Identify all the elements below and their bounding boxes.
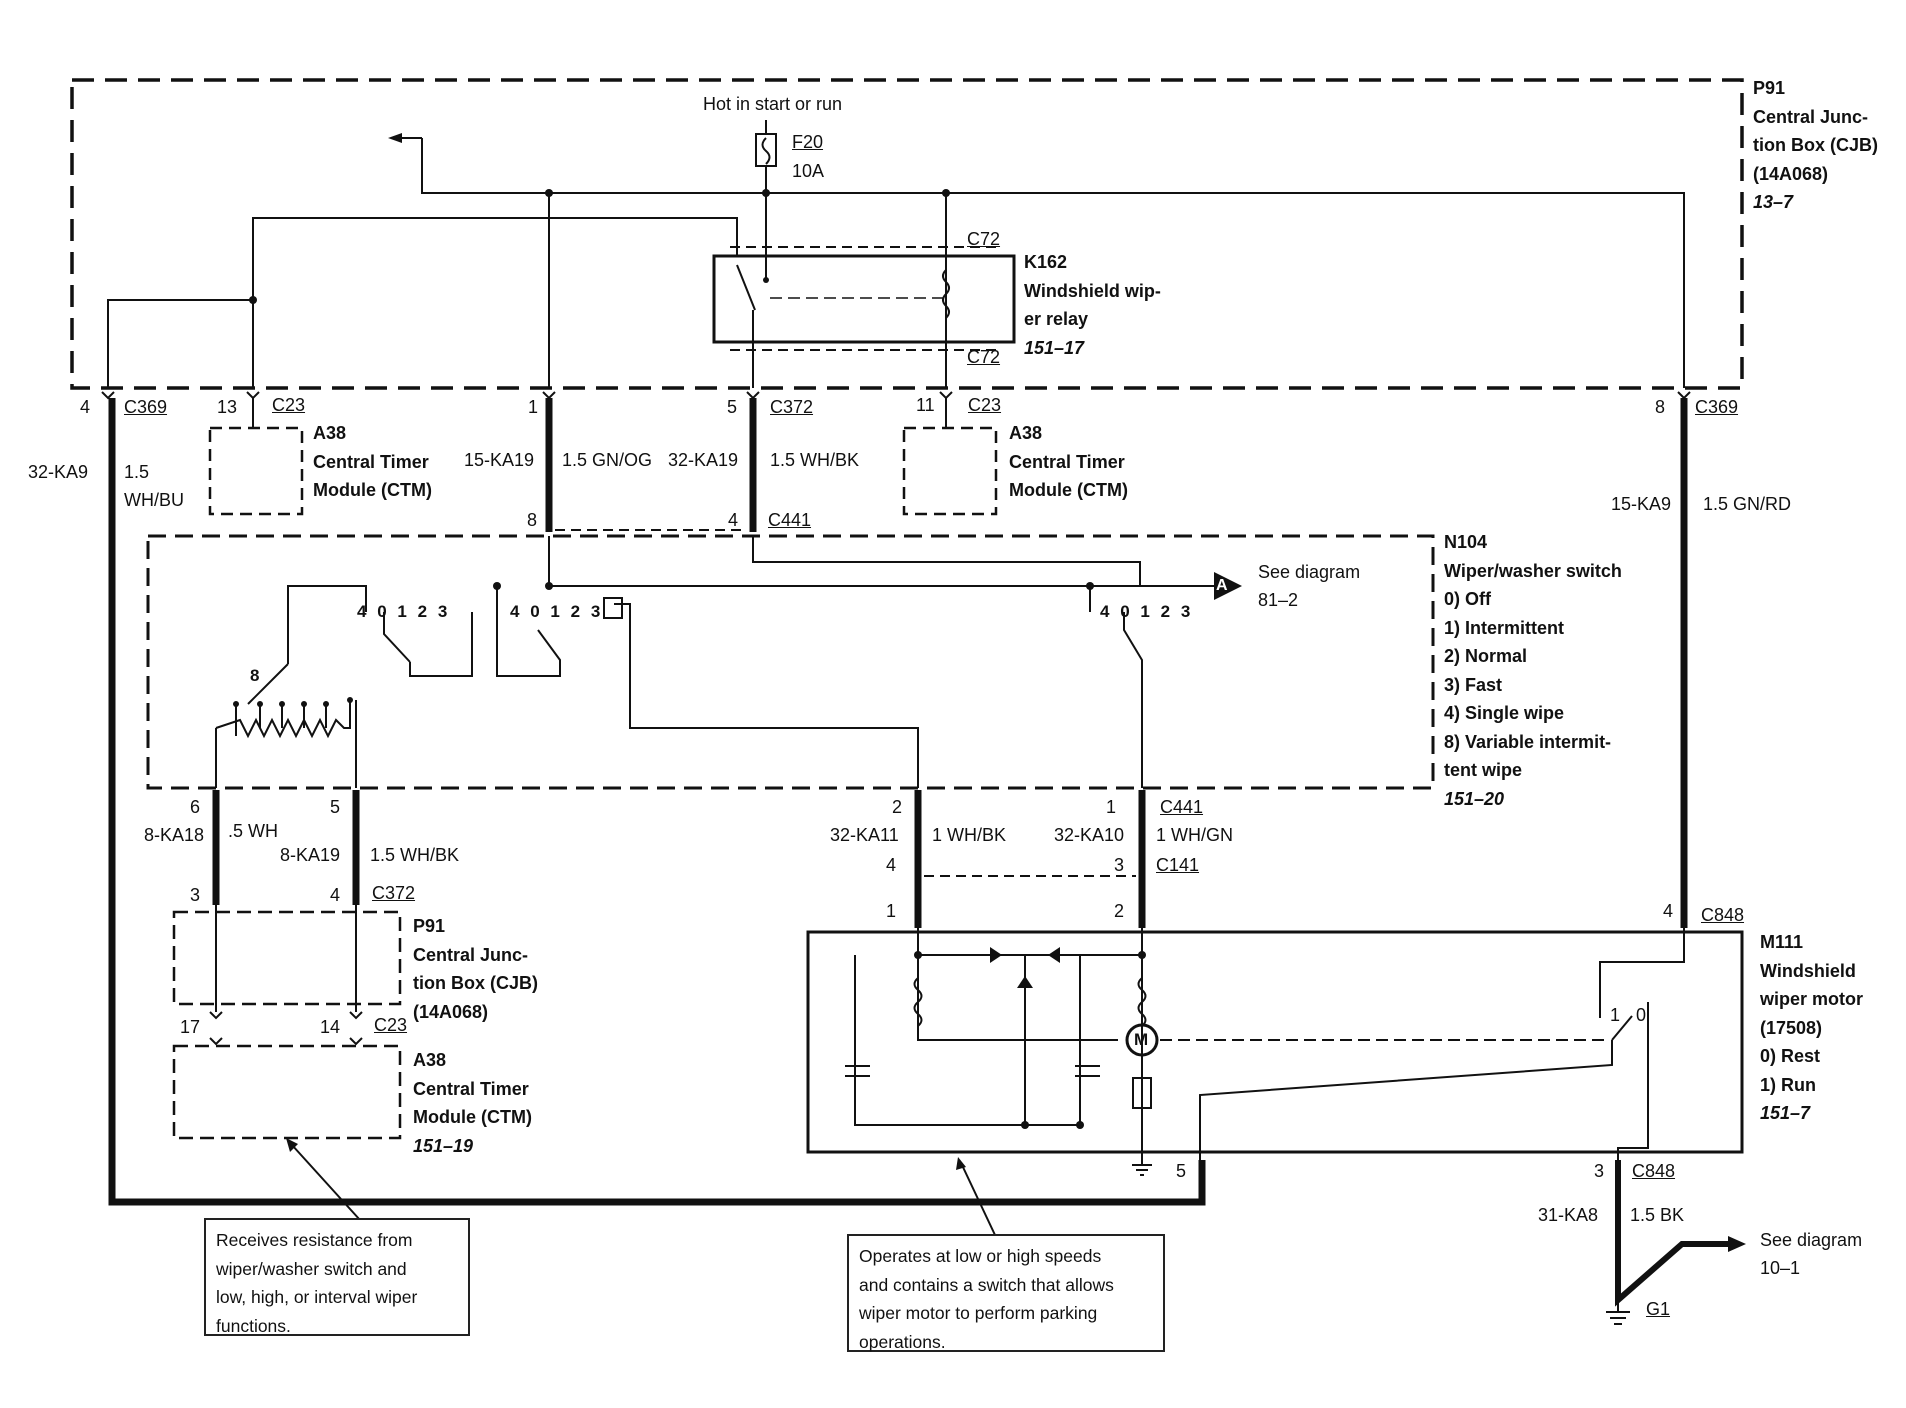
wire-15-ka19: 15-KA19 [464,450,535,470]
wire-31-ka8-color: 1.5 BK [1630,1205,1685,1225]
pin-4-c441: 4 [728,510,739,530]
pin-4-c372: 4 [330,885,341,905]
ctm-left-box [208,426,304,516]
pin-5-top: 5 [727,397,738,417]
motor-pin-5: 5 [1176,1161,1187,1181]
ctm-bottom-box [172,1044,402,1140]
pin-1-c441: 1 [1106,797,1117,817]
switch-pos-var: 8 [250,666,260,685]
ground-pin-3: 3 [1594,1161,1605,1181]
conn-c441-bottom: C441 [1160,797,1204,817]
switch-pos-b: 4 0 1 2 3 [510,602,604,621]
pin-13: 13 [217,397,238,417]
wire-31-ka8: 31-KA8 [1538,1205,1599,1225]
motor-switch-1: 1 [1610,1005,1621,1025]
conn-c372-top: C372 [770,397,814,417]
conn-c23-bottom: C23 [374,1015,408,1035]
motor-symbol [1125,1023,1159,1057]
motor-m-glyph: M [1134,1030,1149,1049]
wire-32-ka9-color-1: 1.5 [124,462,150,482]
relay-conn-bottom: C72 [967,347,1001,367]
cjb-top-box [70,78,1744,390]
wire-15-ka9-color: 1.5 GN/RD [1703,494,1792,514]
wire-8-ka19-color: 1.5 WH/BK [370,845,460,865]
motor-box [806,930,1744,1154]
pin-8-c441: 8 [527,510,538,530]
pin-4-left: 4 [80,397,91,417]
switch-pos-a: 4 0 1 2 3 [357,602,451,621]
pin-17: 17 [180,1017,201,1037]
wire-8-ka18-color: .5 WH [228,821,279,841]
wire-32-ka19: 32-KA19 [668,450,739,470]
pin-4-c141: 4 [886,855,897,875]
wire-8-ka19: 8-KA19 [280,845,341,865]
wire-15-ka19-color: 1.5 GN/OG [562,450,653,470]
fuse-rating: 10A [792,161,825,181]
conn-c848-top: C848 [1701,905,1745,925]
pin-3-c141: 3 [1114,855,1125,875]
pin-11: 11 [916,395,935,415]
conn-c369-right: C369 [1695,397,1739,417]
pin-1-top: 1 [528,397,539,417]
conn-c141: C141 [1156,855,1200,875]
ctm-mid-box [902,426,998,516]
wire-15-ka9: 15-KA9 [1611,494,1672,514]
hot-label: Hot in start or run [703,94,843,114]
wire-32-ka9-color-2: WH/BU [124,490,184,510]
pin-14: 14 [320,1017,341,1037]
pin-6: 6 [190,797,201,817]
pin-4-motor: 4 [1663,901,1674,921]
wire-32-ka9: 32-KA9 [28,462,89,482]
wire-8-ka18: 8-KA18 [144,825,205,845]
pin-1-motor: 1 [886,901,897,921]
pin-3-c372: 3 [190,885,201,905]
conn-c848-bottom: C848 [1632,1161,1676,1181]
switch-pos-c: 4 0 1 2 3 [1100,602,1194,621]
cjb-bottom-box [172,910,402,1006]
conn-c369-left: C369 [124,397,168,417]
pin-2-c441: 2 [892,797,903,817]
pin-5-sw: 5 [330,797,341,817]
wire-32-ka11-color: 1 WH/BK [932,825,1007,845]
fuse-id: F20 [792,132,824,152]
pin-2-motor: 2 [1114,901,1125,921]
conn-c441-top: C441 [768,510,812,530]
wire-32-ka19-color: 1.5 WH/BK [770,450,860,470]
conn-c23-mid: C23 [968,395,1002,415]
relay-box [712,254,1016,344]
wire-32-ka10: 32-KA10 [1054,825,1125,845]
motor-switch-0: 0 [1636,1005,1647,1025]
ground-g1: G1 [1646,1299,1671,1319]
pin-8-right: 8 [1655,397,1666,417]
wire-32-ka10-color: 1 WH/GN [1156,825,1234,845]
relay-conn-top: C72 [967,229,1001,249]
switch-box [146,534,1435,790]
conn-c372-bottom: C372 [372,883,416,903]
wire-32-ka11: 32-KA11 [830,825,899,845]
conn-c23-left: C23 [272,395,306,415]
see-marker-a: A [1216,577,1228,594]
